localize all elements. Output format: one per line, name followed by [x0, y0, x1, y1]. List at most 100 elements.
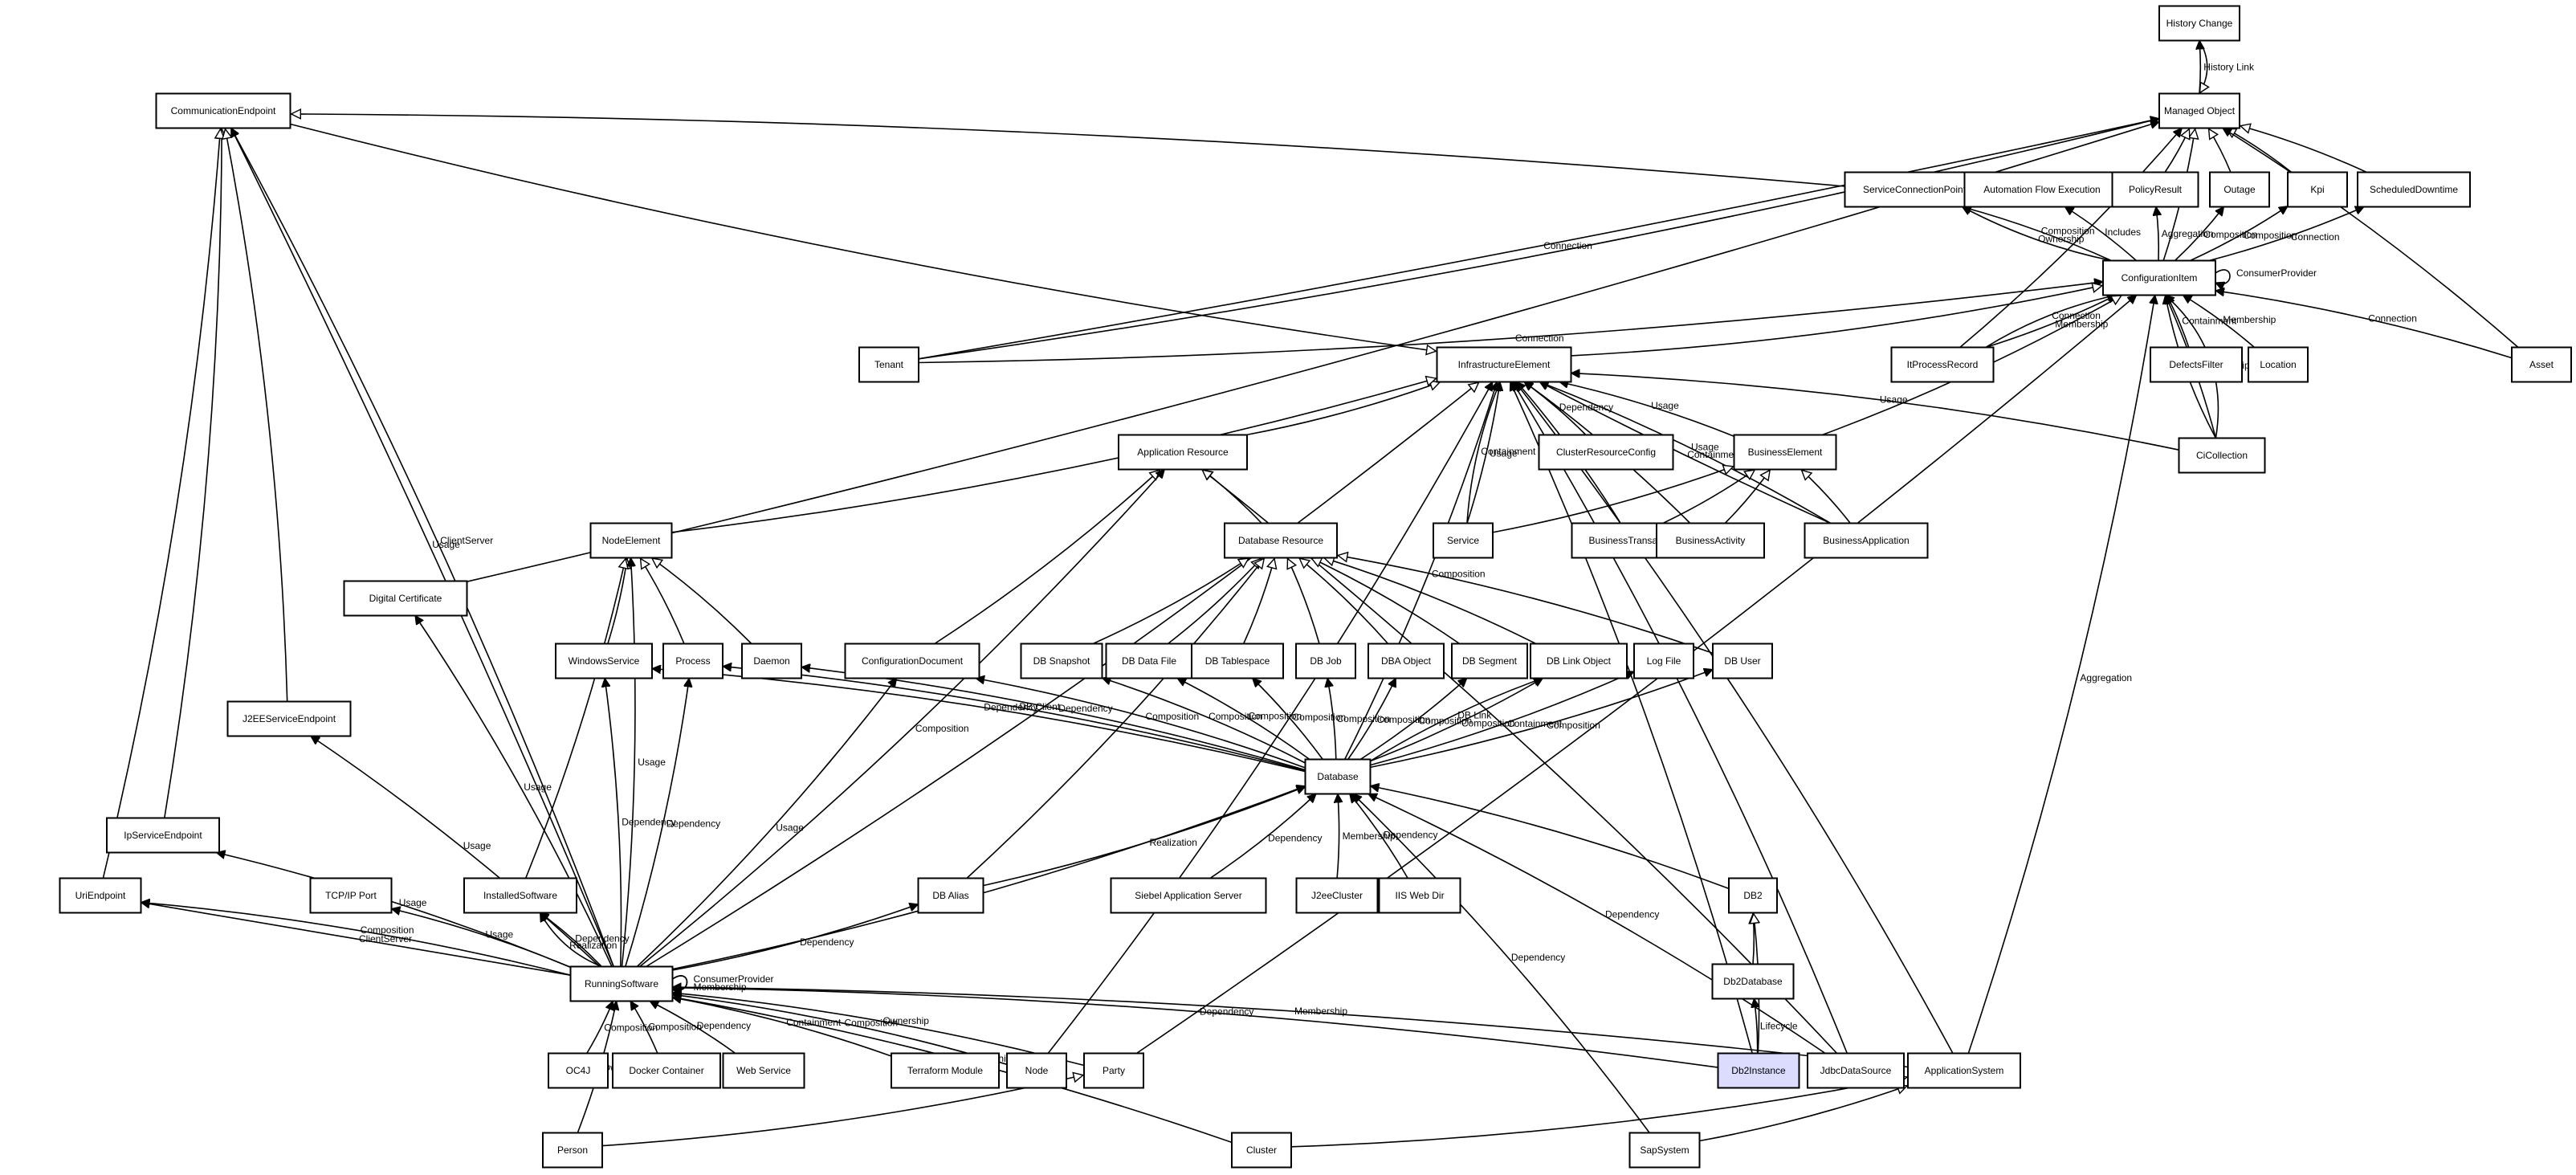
node-j2ee-cluster[interactable]: J2eeCluster — [1295, 877, 1379, 914]
node-box — [844, 643, 980, 679]
node-label: CiCollection — [2196, 450, 2248, 461]
node-node-element[interactable]: NodeElement — [589, 522, 673, 559]
node-service[interactable]: Service — [1433, 522, 1494, 559]
node-ci-collection[interactable]: CiCollection — [2178, 437, 2266, 474]
edges-layer: History LinkConnectionCompositionOwnersh… — [102, 40, 2519, 1148]
node-application-resource[interactable]: Application Resource — [1118, 434, 1248, 471]
node-web-service[interactable]: Web Service — [722, 1052, 805, 1089]
node-defects-filter[interactable]: DefectsFilter — [2150, 346, 2243, 383]
node-box — [1712, 643, 1773, 679]
edge-line — [2199, 40, 2207, 94]
edge-business-application-to-infrastructure-element: Usage — [1539, 382, 1832, 524]
edge-line — [650, 1000, 736, 1055]
node-label: Location — [2260, 359, 2296, 370]
node-configuration-document[interactable]: ConfigurationDocument — [844, 643, 980, 679]
edge-db-link-object-to-database-resource — [1323, 558, 1537, 645]
node-db2[interactable]: DB2 — [1728, 877, 1778, 914]
node-cluster-resource-config[interactable]: ClusterResourceConfig — [1538, 434, 1674, 471]
node-db-snapshot[interactable]: DB Snapshot — [1020, 643, 1103, 679]
edge-line — [1253, 679, 1323, 760]
node-db2-instance[interactable]: Db2Instance — [1717, 1052, 1800, 1089]
edge-line — [1539, 381, 1832, 524]
node-windows-service[interactable]: WindowsService — [555, 643, 653, 679]
node-history-change[interactable]: History Change — [2158, 5, 2240, 42]
node-tcpip-port[interactable]: TCP/IP Port — [309, 877, 393, 914]
node-it-process-record[interactable]: ItProcessRecord — [1890, 346, 1995, 383]
node-ip-service-endpoint[interactable]: IpServiceEndpoint — [106, 817, 220, 854]
node-docker-container[interactable]: Docker Container — [612, 1052, 721, 1089]
node-db-data-file[interactable]: DB Data File — [1105, 643, 1193, 679]
node-automation-flow-execution[interactable]: Automation Flow Execution — [1963, 171, 2121, 208]
node-person[interactable]: Person — [542, 1132, 603, 1169]
edge-label: Composition — [2203, 229, 2257, 240]
edge-it-process-record-to-configuration-item: Membership — [1985, 294, 2117, 349]
node-outage[interactable]: Outage — [2209, 171, 2270, 208]
node-node[interactable]: Node — [1006, 1052, 1067, 1089]
edge-database-to-db-link-object: DB Link — [1370, 679, 1543, 762]
node-sap-system[interactable]: SapSystem — [1628, 1132, 1701, 1169]
node-installed-software[interactable]: InstalledSoftware — [463, 877, 577, 914]
node-siebel-app-server[interactable]: Siebel Application Server — [1110, 877, 1267, 914]
node-box — [1717, 1052, 1800, 1089]
node-digital-certificate[interactable]: Digital Certificate — [343, 580, 468, 617]
node-managed-object[interactable]: Managed Object — [2158, 92, 2240, 129]
edge-j2ee-cluster-to-database: Membership — [1337, 794, 1396, 879]
edge-db-alias-to-database: Realization — [983, 786, 1306, 887]
node-policy-result[interactable]: PolicyResult — [2111, 171, 2199, 208]
node-box — [569, 965, 674, 1002]
node-application-system[interactable]: ApplicationSystem — [1907, 1052, 2021, 1089]
edge-line — [2223, 127, 2519, 349]
edge-database-to-process: DB Client — [723, 667, 1306, 772]
node-configuration-item[interactable]: ConfigurationItem — [2102, 259, 2216, 296]
node-db-segment[interactable]: DB Segment — [1451, 643, 1528, 679]
node-kpi[interactable]: Kpi — [2287, 171, 2348, 208]
node-oc4j[interactable]: OC4J — [548, 1052, 609, 1089]
node-jdbc-data-source[interactable]: JdbcDataSource — [1807, 1052, 1905, 1089]
node-process[interactable]: Process — [662, 643, 723, 679]
node-business-element[interactable]: BusinessElement — [1733, 434, 1837, 471]
node-database[interactable]: Database — [1304, 758, 1372, 795]
edge-database-to-db-link-object: Composition — [1370, 677, 1543, 762]
node-service-connection-point[interactable]: ServiceConnectionPoint — [1844, 171, 1985, 208]
edge-configuration-item-to-policy-result: Aggregation — [2156, 207, 2214, 261]
edge-oc4j-to-running-software: Composition — [586, 1002, 658, 1054]
node-business-activity[interactable]: BusinessActivity — [1656, 522, 1765, 559]
edge-line — [976, 679, 1306, 769]
node-db2-database[interactable]: Db2Database — [1711, 963, 1795, 1000]
node-box — [1530, 643, 1628, 679]
node-location[interactable]: Location — [2248, 346, 2309, 383]
node-box — [309, 877, 393, 914]
node-box — [891, 1052, 1000, 1089]
node-running-software[interactable]: RunningSoftware — [569, 965, 674, 1002]
node-database-resource[interactable]: Database Resource — [1224, 522, 1338, 559]
node-business-application[interactable]: BusinessApplication — [1804, 522, 1929, 559]
node-db-tablespace[interactable]: DB Tablespace — [1191, 643, 1284, 679]
node-dba-object[interactable]: DBA Object — [1367, 643, 1445, 679]
edge-line — [2190, 206, 2289, 262]
node-party[interactable]: Party — [1083, 1052, 1144, 1089]
node-tenant[interactable]: Tenant — [858, 346, 919, 383]
node-uri-endpoint[interactable]: UriEndpoint — [59, 877, 142, 914]
edge-label: Membership — [1343, 830, 1396, 842]
node-asset[interactable]: Asset — [2511, 346, 2572, 383]
edge-line — [539, 913, 602, 968]
node-cluster[interactable]: Cluster — [1231, 1132, 1292, 1169]
node-db-alias[interactable]: DB Alias — [917, 877, 984, 914]
node-terraform-module[interactable]: Terraform Module — [891, 1052, 1000, 1089]
node-db-user[interactable]: DB User — [1712, 643, 1773, 679]
node-db-job[interactable]: DB Job — [1295, 643, 1356, 679]
edge-label: ConsumerProvider — [694, 973, 774, 985]
node-scheduled-downtime[interactable]: ScheduledDowntime — [2357, 171, 2471, 208]
node-db-link-object[interactable]: DB Link Object — [1530, 643, 1628, 679]
edge-line — [673, 998, 892, 1057]
edge-line — [1800, 468, 1851, 524]
node-communication-endpoint[interactable]: CommunicationEndpoint — [155, 92, 291, 129]
node-log-file[interactable]: Log File — [1633, 643, 1694, 679]
node-infrastructure-element[interactable]: InfrastructureElement — [1436, 346, 1572, 383]
node-label: WindowsService — [569, 655, 640, 667]
edge-database-to-db-job: Composition — [1327, 679, 1390, 760]
node-iis-web-dir[interactable]: IIS Web Dir — [1378, 877, 1461, 914]
node-j2ee-service-endpoint[interactable]: J2EEServiceEndpoint — [226, 700, 352, 737]
edge-line — [2174, 207, 2224, 262]
node-daemon[interactable]: Daemon — [741, 643, 802, 679]
